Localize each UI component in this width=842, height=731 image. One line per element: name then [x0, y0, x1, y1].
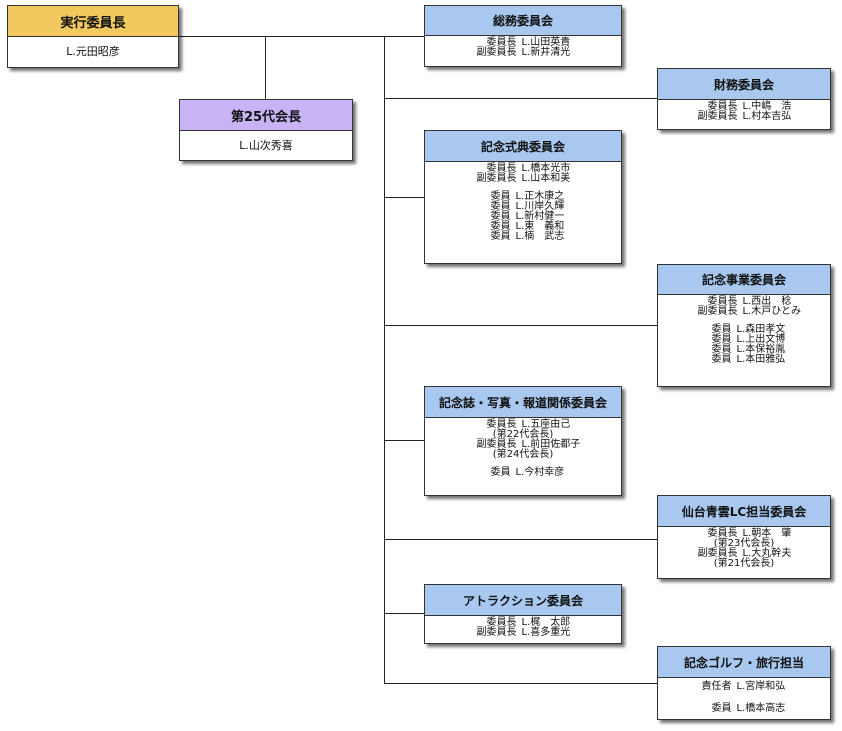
connector-attraction	[384, 613, 424, 614]
connector-exec-horizontal	[178, 36, 424, 37]
sendai-committee-title: 仙台青雲LC担当委員会	[658, 496, 830, 527]
executive-chair-name: L.元田昭彦	[66, 45, 120, 58]
connector-kinenshi	[384, 440, 424, 441]
former-president-note: (第22代会長)	[492, 429, 554, 440]
connector-shikiten	[384, 197, 424, 198]
attraction-committee-title: アトラクション委員会	[425, 585, 621, 616]
executive-chair-title: 実行委員長	[8, 6, 178, 37]
connector-sendai	[384, 539, 657, 540]
president-name: L.山次秀喜	[239, 138, 293, 152]
connector-jigyou	[384, 325, 657, 326]
president-box: 第25代会長 L.山次秀喜	[179, 99, 353, 161]
former-president-note: (第24代会長)	[492, 449, 554, 460]
soumu-committee-title: 総務委員会	[425, 6, 621, 36]
zaimu-committee-title: 財務委員会	[658, 69, 830, 100]
connector-president-vertical	[265, 36, 266, 99]
president-title: 第25代会長	[180, 100, 352, 131]
connector-zaimu	[384, 98, 657, 99]
shikiten-committee-title: 記念式典委員会	[425, 131, 621, 162]
connector-trunk-vertical	[384, 36, 385, 683]
former-president-note: (第23代会長)	[713, 538, 775, 549]
kinenshi-committee-title: 記念誌・写真・報道関係委員会	[425, 387, 621, 418]
former-president-note: (第21代会長)	[713, 558, 775, 569]
golf-travel-title: 記念ゴルフ・旅行担当	[658, 647, 830, 678]
jigyou-committee-title: 記念事業委員会	[658, 265, 830, 295]
executive-chair-box: 実行委員長 L.元田昭彦	[7, 5, 179, 68]
connector-golf	[384, 683, 657, 684]
